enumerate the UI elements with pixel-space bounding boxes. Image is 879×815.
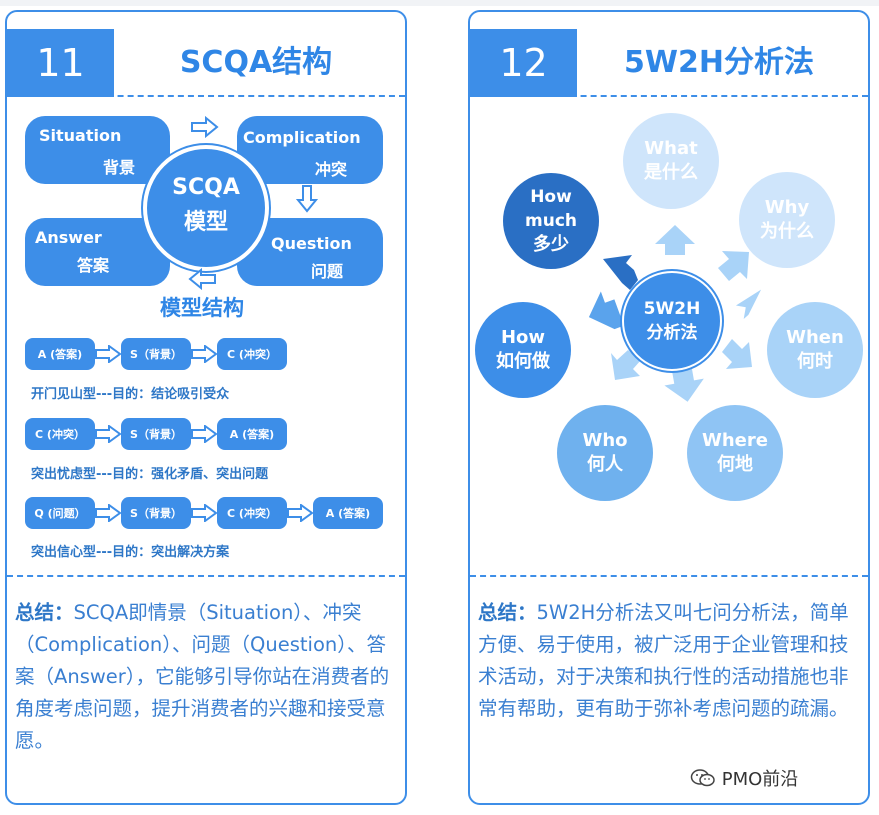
center-line1: 5W2H bbox=[643, 299, 701, 319]
5w2h-card: 12 5W2H分析法 What 是什么 Why 为什么 When 何时 Wher… bbox=[468, 10, 870, 805]
flow-step: S（背景） bbox=[121, 418, 191, 450]
flow-step: Q (问题） bbox=[25, 497, 95, 529]
quadrant-complication: Complication 冲突 bbox=[237, 116, 383, 184]
arrow-icon bbox=[722, 339, 752, 369]
arrow-right-icon bbox=[191, 116, 219, 138]
quadrant-en: Question bbox=[271, 234, 352, 253]
item-en: How much bbox=[525, 187, 577, 231]
center-line2: 分析法 bbox=[646, 323, 698, 343]
item-who: Who 何人 bbox=[557, 405, 653, 501]
item-how-much: How much 多少 bbox=[503, 173, 599, 269]
wechat-icon bbox=[690, 769, 715, 787]
summary-label: 总结： bbox=[478, 601, 537, 624]
flow-caption: 突出忧虑型---目的：强化矛盾、突出问题 bbox=[31, 467, 269, 482]
item-en: When bbox=[786, 327, 844, 348]
quadrant-cn: 答案 bbox=[77, 256, 110, 275]
arrow-right-icon bbox=[95, 345, 121, 363]
item-how: How 如何做 bbox=[475, 302, 571, 398]
arrow-left-icon bbox=[188, 268, 216, 290]
arrow-up-icon bbox=[655, 225, 695, 255]
center-line1: SCQA bbox=[172, 175, 240, 200]
arrow-right-icon bbox=[95, 504, 121, 522]
flow-caption: 突出信心型---目的：突出解决方案 bbox=[31, 545, 230, 560]
item-what: What 是什么 bbox=[623, 113, 719, 209]
5w2h-arrows bbox=[588, 225, 762, 402]
arrow-down-icon bbox=[296, 185, 318, 213]
divider bbox=[7, 95, 405, 97]
arrow-right-icon bbox=[287, 504, 313, 522]
flow-step: C (冲突） bbox=[217, 497, 287, 529]
summary-text: 总结：5W2H分析法又叫七问分析法，简单方便、易于使用，被广泛用于企业管理和技术… bbox=[478, 597, 856, 725]
item-why: Why 为什么 bbox=[739, 172, 835, 268]
item-en: Where bbox=[702, 430, 768, 451]
watermark: PMO前沿 bbox=[690, 765, 798, 791]
item-en: Why bbox=[764, 197, 810, 218]
item-cn: 何时 bbox=[797, 351, 833, 372]
card-title: SCQA结构 bbox=[179, 45, 333, 80]
model-structure-title: 模型结构 bbox=[160, 296, 244, 320]
arrow-icon bbox=[718, 251, 749, 281]
arrow-icon bbox=[603, 255, 638, 290]
top-strip bbox=[0, 0, 879, 6]
divider bbox=[470, 575, 868, 577]
card-number: 11 bbox=[7, 29, 114, 97]
summary-body: SCQA即情景（Situation）、冲突（Complication）、问题（Q… bbox=[15, 601, 390, 752]
arrow-icon bbox=[735, 289, 762, 320]
item-cn: 多少 bbox=[533, 234, 569, 255]
arrow-right-icon bbox=[95, 425, 121, 443]
quadrant-en: Answer bbox=[35, 228, 102, 247]
arrow-icon bbox=[588, 291, 624, 330]
divider bbox=[470, 95, 868, 97]
arrow-icon bbox=[611, 350, 641, 380]
flow-caption: 开门见山型---目的：结论吸引受众 bbox=[31, 387, 230, 402]
scqa-center: SCQA 模型 bbox=[143, 145, 269, 271]
summary-text: 总结：SCQA即情景（Situation）、冲突（Complication）、问… bbox=[15, 597, 393, 757]
arrow-right-icon bbox=[191, 345, 217, 363]
flow-step: A (答案) bbox=[25, 338, 95, 370]
quadrant-cn: 背景 bbox=[103, 158, 136, 177]
item-en: How bbox=[500, 327, 546, 348]
watermark-text: PMO前沿 bbox=[721, 769, 799, 790]
quadrant-situation: Situation 背景 bbox=[25, 116, 170, 184]
summary-body: 5W2H分析法又叫七问分析法，简单方便、易于使用，被广泛用于企业管理和技术活动，… bbox=[478, 601, 849, 720]
item-where: Where 何地 bbox=[687, 405, 783, 501]
scqa-card: 11 SCQA结构 Situation 背景 Complication 冲突 A… bbox=[5, 10, 407, 805]
item-when: When 何时 bbox=[767, 302, 863, 398]
flow-step: A (答案) bbox=[217, 418, 287, 450]
card-title: 5W2H分析法 bbox=[624, 45, 814, 80]
arrow-right-icon bbox=[191, 425, 217, 443]
arrow-icon bbox=[664, 368, 704, 402]
center-line2: 模型 bbox=[183, 210, 228, 235]
quadrant-cn: 冲突 bbox=[315, 160, 348, 179]
item-cn: 是什么 bbox=[644, 162, 698, 183]
item-en: What bbox=[644, 138, 698, 159]
flow-step: C (冲突） bbox=[217, 338, 287, 370]
quadrant-en: Complication bbox=[243, 128, 361, 147]
card-number: 12 bbox=[470, 29, 577, 97]
quadrant-cn: 问题 bbox=[311, 262, 344, 281]
flow-step: A (答案) bbox=[313, 497, 383, 529]
summary-label: 总结： bbox=[15, 601, 74, 624]
divider bbox=[7, 575, 405, 577]
flow-step: C (冲突） bbox=[25, 418, 95, 450]
item-cn: 如何做 bbox=[496, 351, 550, 372]
item-cn: 何人 bbox=[587, 454, 623, 475]
5w2h-center: 5W2H 分析法 bbox=[622, 271, 722, 371]
item-cn: 为什么 bbox=[760, 221, 814, 242]
quadrant-en: Situation bbox=[39, 126, 122, 145]
flow-step: S（背景） bbox=[121, 338, 191, 370]
flow-step: S（背景） bbox=[121, 497, 191, 529]
arrow-right-icon bbox=[191, 504, 217, 522]
item-cn: 何地 bbox=[717, 454, 753, 475]
item-en: Who bbox=[582, 430, 628, 451]
